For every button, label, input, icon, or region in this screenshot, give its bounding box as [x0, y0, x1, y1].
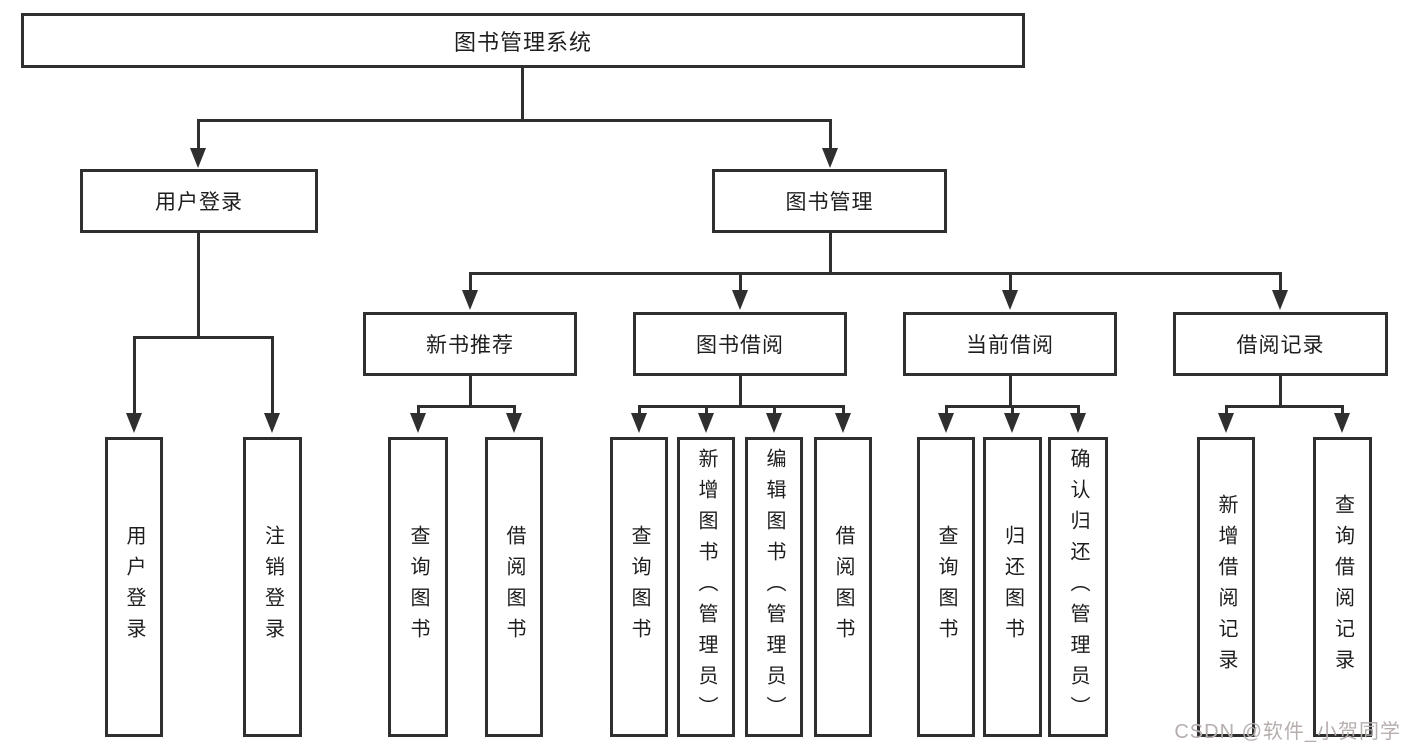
leaf-add-book-admin: 新增图书（管理员） — [677, 437, 735, 737]
arrow-down-icon — [410, 413, 426, 433]
connector-vline — [1077, 405, 1080, 415]
leaf-label: 借阅图书 — [503, 525, 525, 649]
node-book-borrowing: 图书借阅 — [633, 312, 847, 376]
node-borrow-records: 借阅记录 — [1173, 312, 1388, 376]
leaf-return-book: 归还图书 — [983, 437, 1042, 737]
node-label: 新书推荐 — [426, 334, 514, 357]
arrow-down-icon — [1272, 290, 1288, 310]
arrow-down-icon — [766, 413, 782, 433]
node-label: 用户登录 — [155, 191, 243, 214]
arrow-down-icon — [732, 290, 748, 310]
connector-vline — [1279, 272, 1282, 292]
arrow-down-icon — [938, 413, 954, 433]
connector-vline — [829, 119, 832, 150]
watermark-text: CSDN @软件_小贺同学 — [1174, 721, 1401, 743]
leaf-query-books-current: 查询图书 — [917, 437, 975, 737]
leaf-query-books-borrow: 查询图书 — [610, 437, 668, 737]
arrow-down-icon — [506, 413, 522, 433]
leaf-label: 查询图书 — [407, 525, 429, 649]
arrow-down-icon — [1070, 413, 1086, 433]
connector-hline — [470, 272, 1281, 275]
connector-vline — [1009, 376, 1012, 408]
leaf-label: 查询图书 — [935, 525, 957, 649]
arrow-down-icon — [1004, 413, 1020, 433]
leaf-logout: 注销登录 — [243, 437, 302, 737]
connector-vline — [829, 232, 832, 275]
leaf-query-borrow-record: 查询借阅记录 — [1313, 437, 1372, 737]
connector-vline — [271, 336, 274, 415]
leaf-user-login: 用户登录 — [105, 437, 163, 737]
connector-vline — [739, 272, 742, 292]
node-label: 当前借阅 — [966, 334, 1054, 357]
node-user-login: 用户登录 — [80, 169, 318, 233]
connector-vline — [1011, 405, 1014, 415]
leaf-label: 借阅图书 — [832, 525, 854, 649]
connector-vline — [1279, 376, 1282, 408]
leaf-label: 查询图书 — [628, 525, 650, 649]
node-new-book-recommend: 新书推荐 — [363, 312, 577, 376]
arrow-down-icon — [835, 413, 851, 433]
connector-vline — [945, 405, 948, 415]
arrow-down-icon — [264, 413, 280, 433]
leaf-confirm-return-admin: 确认归还（管理员） — [1048, 437, 1108, 737]
node-current-borrowing: 当前借阅 — [903, 312, 1117, 376]
connector-vline — [705, 405, 708, 415]
connector-vline — [773, 405, 776, 415]
connector-hline — [197, 119, 832, 122]
connector-vline — [521, 68, 524, 122]
connector-vline — [469, 272, 472, 292]
arrow-down-icon — [631, 413, 647, 433]
connector-vline — [513, 405, 516, 415]
connector-vline — [469, 376, 472, 408]
node-label: 借阅记录 — [1236, 334, 1325, 357]
node-label: 图书管理系统 — [453, 29, 592, 55]
leaf-query-books-recommend: 查询图书 — [388, 437, 448, 737]
connector-vline — [197, 233, 200, 339]
connector-vline — [1341, 405, 1344, 415]
arrow-down-icon — [1334, 413, 1350, 433]
arrow-down-icon — [822, 148, 838, 168]
leaf-label: 确认归还（管理员） — [1067, 447, 1089, 727]
leaf-label: 编辑图书（管理员） — [763, 447, 785, 727]
leaf-label: 用户登录 — [123, 525, 145, 649]
connector-hline — [1226, 405, 1343, 408]
leaf-label: 新增借阅记录 — [1215, 494, 1237, 680]
leaf-edit-book-admin: 编辑图书（管理员） — [745, 437, 803, 737]
leaf-borrow-book-recommend: 借阅图书 — [485, 437, 543, 737]
arrow-down-icon — [1002, 290, 1018, 310]
arrow-down-icon — [462, 290, 478, 310]
connector-hline — [418, 405, 515, 408]
arrow-down-icon — [126, 413, 142, 433]
leaf-add-borrow-record: 新增借阅记录 — [1197, 437, 1255, 737]
leaf-label: 查询借阅记录 — [1331, 494, 1354, 680]
connector-hline — [133, 336, 274, 339]
connector-vline — [638, 405, 641, 415]
connector-vline — [842, 405, 845, 415]
connector-vline — [1009, 272, 1012, 292]
connector-hline — [639, 405, 844, 408]
arrow-down-icon — [190, 148, 206, 168]
connector-vline — [739, 376, 742, 408]
leaf-label: 归还图书 — [1001, 525, 1024, 649]
connector-vline — [197, 119, 200, 150]
node-root-system: 图书管理系统 — [21, 13, 1025, 68]
node-book-management: 图书管理 — [712, 169, 947, 233]
leaf-label: 新增图书（管理员） — [695, 447, 717, 727]
leaf-borrow-book: 借阅图书 — [814, 437, 872, 737]
connector-vline — [133, 336, 136, 415]
arrow-down-icon — [698, 413, 714, 433]
node-label: 图书管理 — [785, 191, 874, 214]
arrow-down-icon — [1218, 413, 1234, 433]
connector-vline — [1225, 405, 1228, 415]
connector-vline — [417, 405, 420, 415]
leaf-label: 注销登录 — [261, 525, 284, 649]
node-label: 图书借阅 — [696, 334, 784, 357]
